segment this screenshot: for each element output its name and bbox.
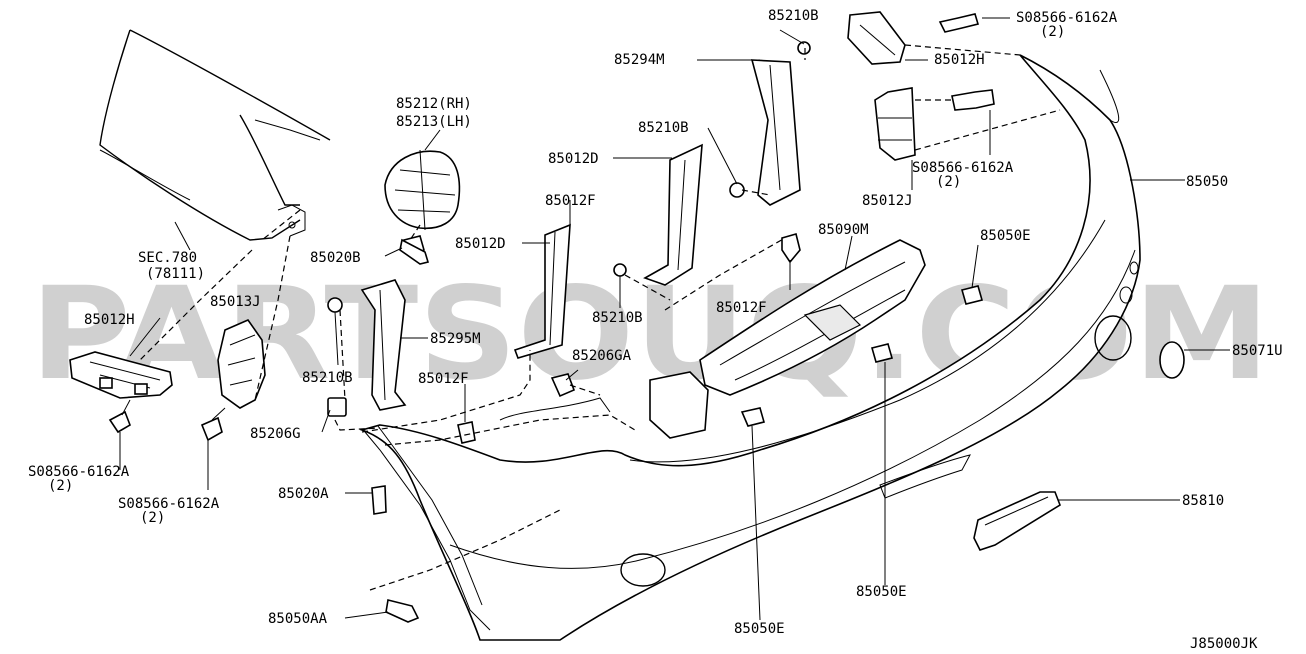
label-85012F-2: 85012F [716, 300, 767, 316]
label-85294M: 85294M [614, 52, 665, 68]
label-85012D-2: 85012D [455, 236, 506, 252]
label-85212: 85212(RH) [396, 96, 472, 112]
label-85210B-4: 85210B [302, 370, 353, 386]
label-08566-top-right: S08566-6162A [1016, 10, 1118, 26]
label-85071U: 85071U [1232, 343, 1283, 359]
label-85210B-top: 85210B [768, 8, 819, 24]
label-85210B-2: 85210B [638, 120, 689, 136]
bracket-85013J [200, 319, 266, 442]
label-08566-right-qty: (2) [936, 174, 961, 190]
label-85012D-top: 85012D [548, 151, 599, 167]
label-85206G: 85206G [250, 426, 301, 442]
bracket-85012H-left [69, 351, 173, 434]
label-85020A: 85020A [278, 486, 329, 502]
label-85050: 85050 [1186, 174, 1228, 190]
bracket-85012H-top [847, 11, 980, 65]
bumper-reinforcement-85090M [649, 239, 926, 439]
label-85012J: 85012J [862, 193, 913, 209]
fasteners [371, 238, 983, 623]
label-85210B-3: 85210B [592, 310, 643, 326]
rear-fender-section [99, 29, 331, 241]
bracket-85295M [327, 279, 407, 417]
figure-code: J85000JK [1190, 636, 1258, 652]
side-retainer-strip [364, 425, 491, 631]
part-labels: 85210B S08566-6162A (2) 85294M 85012H 85… [28, 8, 1283, 637]
rear-lamp-85212 [384, 149, 461, 258]
label-85012H-left: 85012H [84, 312, 135, 328]
label-sec780: SEC.780 [138, 250, 197, 266]
label-08566-lower-qty: (2) [140, 510, 165, 526]
label-85090M: 85090M [818, 222, 869, 238]
label-85013J: 85013J [210, 294, 261, 310]
rear-bumper-fascia-85050 [359, 54, 1141, 641]
label-85012F-3: 85012F [418, 371, 469, 387]
label-85810: 85810 [1182, 493, 1224, 509]
label-85213: 85213(LH) [396, 114, 472, 130]
assembly-dashed-lines [139, 44, 1061, 591]
label-85050E-1: 85050E [980, 228, 1031, 244]
label-85050AA: 85050AA [268, 611, 328, 627]
reflector-85071U [1159, 341, 1185, 379]
label-85012H-top: 85012H [934, 52, 985, 68]
label-85206GA: 85206GA [572, 348, 632, 364]
label-08566-left: S08566-6162A [28, 464, 130, 480]
label-08566-top-right-qty: (2) [1040, 24, 1065, 40]
garnish-85810 [973, 491, 1061, 551]
label-85012F-1: 85012F [545, 193, 596, 209]
label-85020B: 85020B [310, 250, 361, 266]
label-85050E-3: 85050E [734, 621, 785, 637]
label-85050E-2: 85050E [856, 584, 907, 600]
bracket-85294M [750, 41, 811, 264]
label-85295M: 85295M [430, 331, 481, 347]
leader-lines [119, 17, 1230, 621]
label-78111: (78111) [146, 266, 205, 282]
label-08566-lower: S08566-6162A [118, 496, 220, 512]
label-08566-left-qty: (2) [48, 478, 73, 494]
bracket-85012J [874, 87, 995, 161]
label-08566-right: S08566-6162A [912, 160, 1014, 176]
